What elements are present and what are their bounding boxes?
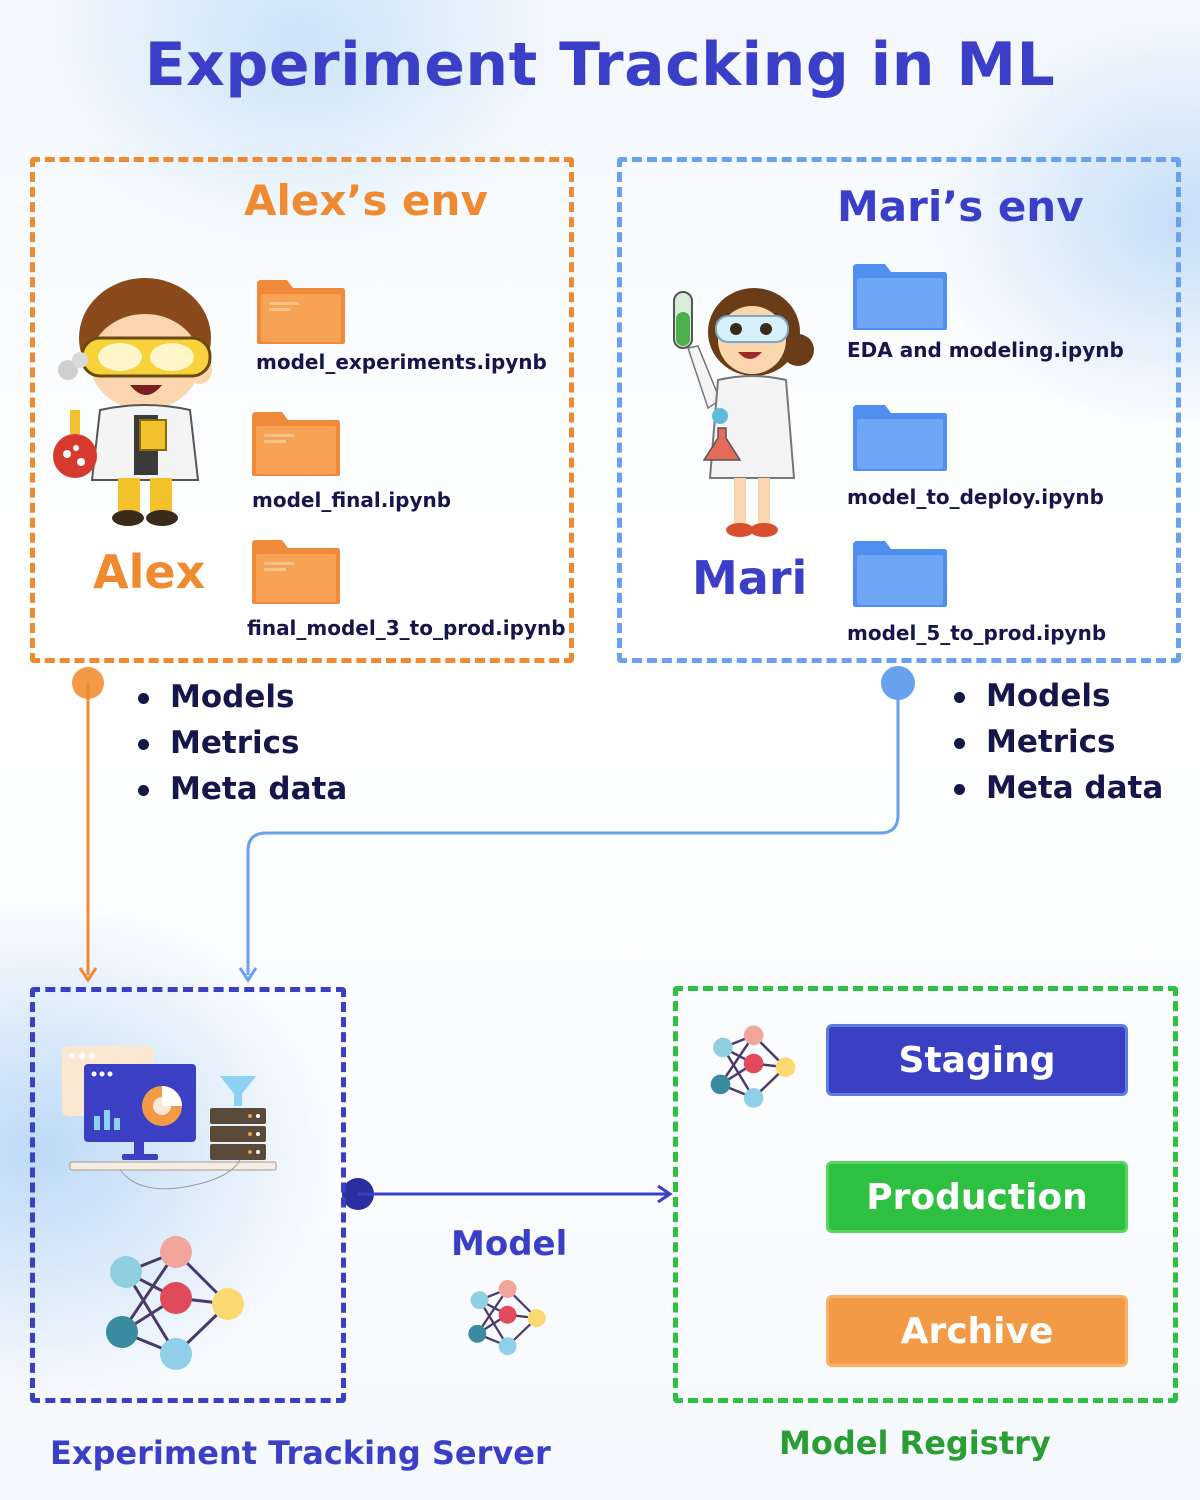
list-item: Metrics (952, 719, 1163, 765)
staging-stage-button[interactable]: Staging (826, 1024, 1128, 1096)
registry-model-icon (710, 1025, 796, 1108)
alex-logged-items-list: Models Metrics Meta data (136, 674, 347, 812)
model-transfer-label: Model (451, 1224, 568, 1264)
alex-env-box (30, 157, 574, 663)
archive-stage-button[interactable]: Archive (826, 1295, 1128, 1367)
experiment-tracking-server-box (30, 987, 346, 1403)
mari-name: Mari (692, 551, 808, 605)
mari-file-label: EDA and modeling.ipynb (847, 338, 1124, 362)
list-item: Models (952, 673, 1163, 719)
notebook-folder-icon[interactable] (851, 403, 949, 473)
server-to-registry-arrow (342, 1178, 673, 1210)
production-stage-button[interactable]: Production (826, 1161, 1128, 1233)
neural-network-icon (106, 1236, 244, 1370)
registry-caption: Model Registry (779, 1424, 1051, 1462)
mari-env-box (617, 157, 1181, 663)
mari-scientist-illustration (673, 288, 814, 537)
notebook-folder-icon[interactable] (250, 538, 342, 606)
list-item: Meta data (952, 765, 1163, 811)
alex-name: Alex (93, 545, 206, 599)
mari-file-label: model_to_deploy.ipynb (847, 485, 1104, 509)
notebook-folder-icon[interactable] (255, 278, 347, 346)
page-title: Experiment Tracking in ML (144, 30, 1056, 100)
list-item: Metrics (136, 720, 347, 766)
notebook-folder-icon[interactable] (851, 539, 949, 609)
alex-to-server-arrow (72, 667, 104, 983)
server-caption: Experiment Tracking Server (50, 1434, 551, 1472)
alex-file-label: final_model_3_to_prod.ipynb (247, 616, 566, 640)
dashboard-server-icon (62, 1046, 277, 1190)
mari-file-label: model_5_to_prod.ipynb (847, 621, 1107, 645)
alex-scientist-illustration (53, 278, 212, 526)
mari-env-title: Mari’s env (837, 182, 1084, 231)
model-registry-box (673, 986, 1178, 1403)
mari-logged-items-list: Models Metrics Meta data (952, 673, 1163, 811)
alex-file-label: model_experiments.ipynb (256, 350, 547, 374)
mari-to-server-arrow (238, 666, 915, 983)
list-item: Models (136, 674, 347, 720)
list-item: Meta data (136, 766, 347, 812)
model-icon (468, 1280, 546, 1356)
alex-file-label: model_final.ipynb (252, 488, 452, 512)
notebook-folder-icon[interactable] (250, 410, 342, 478)
alex-env-title: Alex’s env (244, 176, 488, 225)
notebook-folder-icon[interactable] (851, 262, 949, 332)
